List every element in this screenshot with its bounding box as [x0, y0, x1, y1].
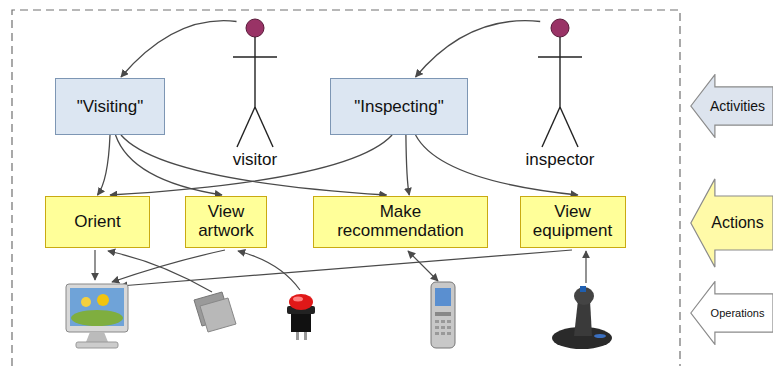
box-label: Make recommendation	[326, 203, 475, 240]
connector	[110, 135, 392, 195]
box-label: View artwork	[198, 203, 254, 240]
actor: inspector	[515, 12, 605, 170]
actor-label: inspector	[524, 150, 597, 170]
connector	[406, 135, 409, 195]
level-arrow: Actions	[690, 178, 773, 268]
level-arrow: Activities	[690, 74, 773, 138]
actor: visitor	[222, 12, 288, 170]
phone-icon	[431, 282, 455, 348]
connector	[121, 135, 387, 195]
level-label: Actions	[711, 214, 763, 232]
connector	[416, 21, 541, 77]
joystick-icon	[552, 286, 612, 349]
activity-box: "Visiting"	[55, 78, 165, 135]
edge-layer	[98, 21, 578, 195]
box-label: View equipment	[533, 203, 613, 240]
card-icon	[194, 292, 236, 332]
actor-label: visitor	[231, 150, 279, 170]
level-arrow: Operations	[690, 281, 773, 345]
box-label: Orient	[74, 213, 120, 232]
scope-border	[12, 10, 680, 366]
connector	[121, 21, 237, 77]
level-label: Operations	[711, 307, 765, 319]
activity-box: "Inspecting"	[330, 78, 468, 135]
connector	[98, 135, 111, 195]
level-label: Activities	[710, 98, 765, 114]
stick-figure	[222, 12, 288, 152]
action-box: View artwork	[185, 196, 267, 248]
action-box: View equipment	[520, 196, 626, 248]
action-box: Make recommendation	[313, 196, 488, 248]
operation-links	[95, 250, 586, 292]
box-label: "Inspecting"	[354, 97, 444, 117]
action-box: Orient	[45, 196, 150, 248]
box-label: "Visiting"	[77, 97, 144, 117]
monitor-icon	[66, 284, 128, 348]
button-icon	[287, 294, 315, 340]
stick-figure	[515, 12, 605, 152]
